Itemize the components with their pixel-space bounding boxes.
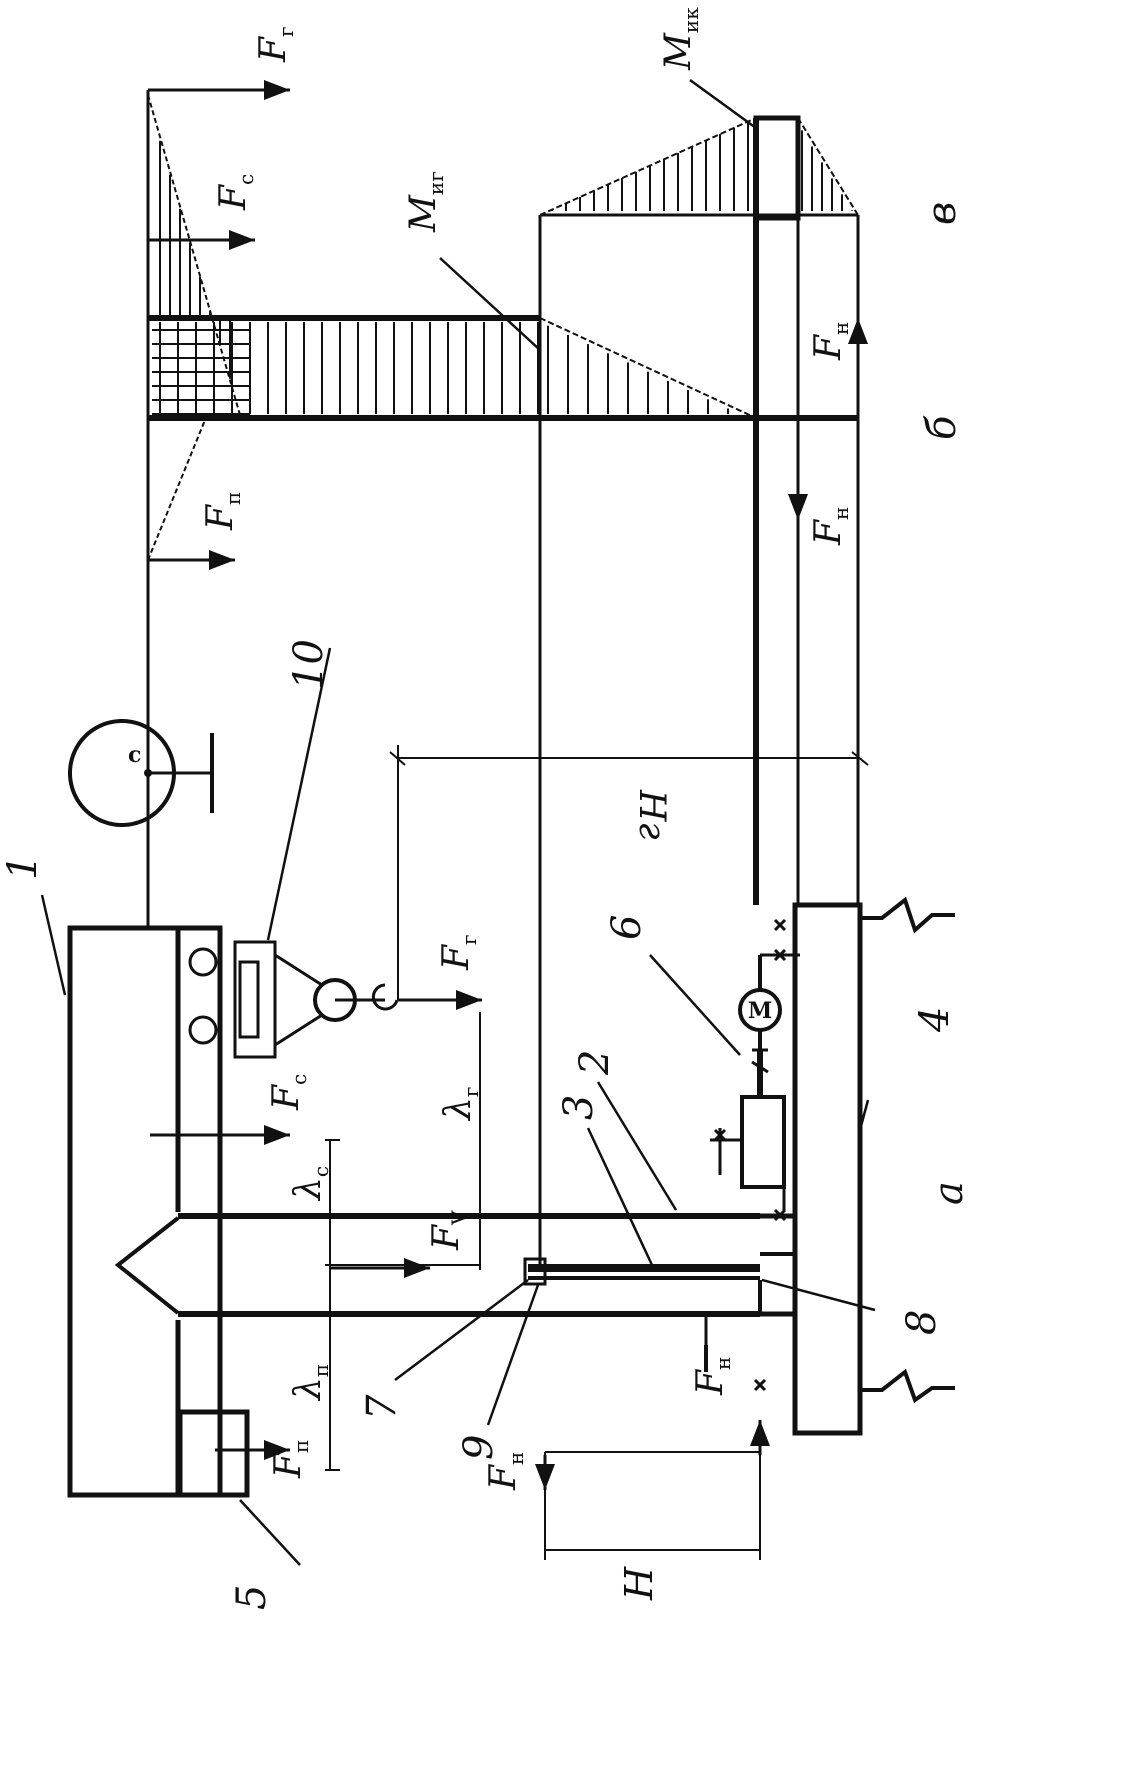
- arrow-Fp-top: [148, 550, 235, 570]
- label-4: 4: [912, 1007, 958, 1033]
- arrow-Fn-up: [750, 1420, 770, 1455]
- label-Fv: FV: [426, 1210, 471, 1251]
- drive-mechanism-6: M: [710, 918, 800, 1392]
- label-lambda-g: λг: [438, 1087, 483, 1122]
- slewing-counterweight-c: с: [68, 719, 214, 827]
- panel-v-label: в: [919, 202, 965, 225]
- label-Fn-b: Fн: [808, 507, 853, 546]
- panel-b-label: б: [919, 415, 965, 440]
- panel-a-label: а: [926, 1181, 972, 1205]
- label-Fp-top: Fп: [200, 492, 245, 531]
- boom-1: [67, 925, 223, 1498]
- counterweight-5: [177, 1409, 250, 1498]
- bearing-7: [523, 1257, 547, 1286]
- arrow-Fv: [330, 1258, 430, 1278]
- label-lambda-s: λс: [288, 1166, 333, 1202]
- arrow-Fg-top: [148, 80, 290, 100]
- crane-structure: [67, 896, 955, 1498]
- label-Fs: Fс: [266, 1074, 311, 1111]
- arrow-Fn-b: [788, 418, 808, 520]
- leader-lines: [40, 78, 876, 1566]
- trolley-10: [188, 940, 399, 1059]
- motor-label: M: [748, 998, 772, 1024]
- label-lambda-p: λп: [288, 1364, 333, 1402]
- dimension-lines: [325, 745, 869, 1560]
- label-Fg-top: Fг: [253, 27, 298, 63]
- dim-H-label: H: [617, 1566, 661, 1601]
- arrow-Fs: [150, 1125, 290, 1145]
- label-1: 1: [0, 855, 46, 880]
- moment-diagrams: [147, 94, 859, 561]
- label-Fp: Fп: [268, 1440, 313, 1479]
- label-5: 5: [229, 1585, 275, 1610]
- base-4: [792, 902, 863, 1436]
- label-10: 10: [286, 639, 332, 690]
- label-Fn-v: Fн: [808, 322, 853, 361]
- arrow-Fg: [398, 990, 482, 1010]
- label-6: 6: [604, 915, 650, 940]
- part-numbers: 1 2 3 4 5 6 7 8 9 10 а б в H: [0, 202, 972, 1610]
- dim-Hg-label: Hг: [631, 789, 672, 840]
- label-Fn-bottom: Fн: [690, 1357, 735, 1396]
- arrow-Fs-top: [148, 230, 255, 250]
- gearbox: [740, 1095, 786, 1189]
- arrow-Fp: [215, 1440, 290, 1460]
- label-Fg: Fг: [436, 935, 481, 971]
- label-Fs-top: Fс: [213, 174, 258, 211]
- label-M-ik: Mик: [658, 7, 703, 71]
- force-arrows: [148, 80, 868, 1490]
- label-8: 8: [899, 1310, 945, 1335]
- hook: [371, 983, 399, 1011]
- label-7: 7: [359, 1394, 405, 1420]
- label-Fn-left: Fн: [483, 1452, 528, 1491]
- label-3: 3: [556, 1095, 602, 1120]
- label-M-ig: Mиг: [403, 171, 448, 233]
- label-9: 9: [456, 1435, 502, 1460]
- label-2: 2: [572, 1050, 618, 1076]
- c-label: с: [128, 742, 141, 768]
- arrow-Fn-v: [848, 318, 868, 418]
